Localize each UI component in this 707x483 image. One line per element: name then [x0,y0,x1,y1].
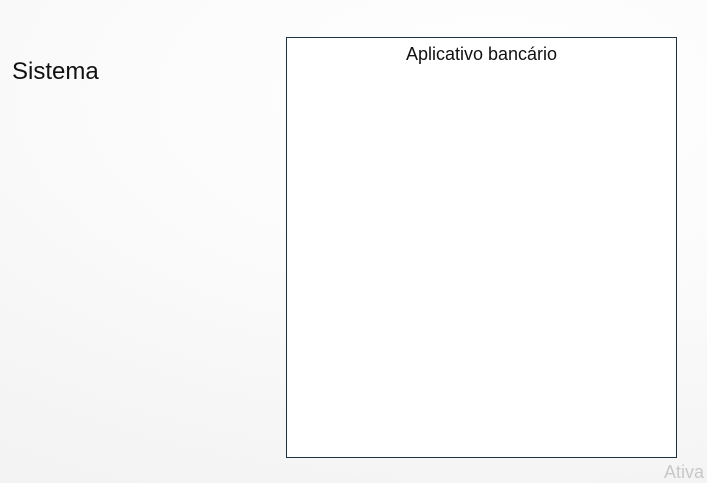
system-boundary-title: Aplicativo bancário [405,44,558,64]
activation-watermark: Ativa [664,462,705,482]
slide-heading: Sistema [12,58,99,85]
system-boundary-box: Aplicativo bancário [286,37,677,458]
